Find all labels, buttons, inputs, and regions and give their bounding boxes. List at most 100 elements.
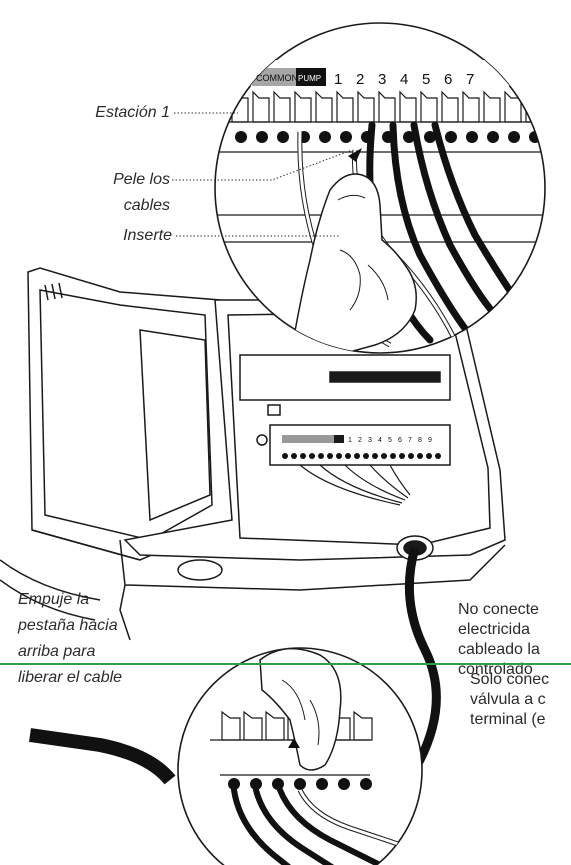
label-push-tab: Empuje la pestaña hacia arriba para libe… [18,587,122,691]
terminal-block [315,90,333,123]
label-push-line3: arriba para [18,643,96,660]
left-cable [29,728,176,785]
terminal-number: 7 [466,71,474,88]
terminal-block [547,92,563,122]
note-bottom-line3: terminal (e [470,711,546,728]
label-strip-wires-line1: Pele los [113,171,170,188]
terminal-block [399,90,417,123]
note-top-line4: controlado [458,661,533,678]
small-terminal-hole [318,453,324,459]
terminal-hole [272,778,284,790]
small-terminal-hole [417,453,423,459]
small-terminal-hole [372,453,378,459]
terminal-hole [360,778,372,790]
small-terminal-hole [435,453,441,459]
note-bottom-line1: Solo conec [470,671,550,688]
terminal-hole [228,778,240,790]
terminal-block [243,710,263,741]
small-terminal-number: 9 [428,437,432,444]
small-terminal-number: 1 [348,437,352,444]
terminal-block [265,710,285,741]
small-terminal-hole [426,453,432,459]
terminal-pump-label: PUMP [298,74,321,83]
terminal-number: 3 [378,71,386,88]
terminal-number: 5 [422,71,430,88]
small-terminal-hole [300,453,306,459]
small-terminal-number: 8 [418,437,422,444]
label-strip-wires: Pele los cables [60,167,170,219]
terminal-block [294,90,312,123]
terminal-number: 2 [356,71,364,88]
terminal-hole [316,778,328,790]
small-terminal-hole [336,453,342,459]
terminal-block [273,90,291,123]
terminal-block [462,90,480,123]
terminal-number: 4 [400,71,408,88]
pump-label-bg [296,68,326,86]
terminal-block [336,90,354,123]
terminal-hole [277,131,289,143]
label-insert: Inserte [123,227,172,244]
note-top-line2: electricida [458,621,531,638]
terminal-number: 1 [334,71,342,88]
small-terminal-number: 4 [378,437,382,444]
terminal-block [252,90,270,123]
label-strip-wires-line2: cables [123,197,170,214]
note-bottom-line2: válvula a c [470,691,546,708]
terminal-hole [294,778,306,790]
hand-top [289,173,417,353]
terminal-hole [445,131,457,143]
terminal-common-label: COMMON [256,73,298,83]
terminal-block [483,90,501,123]
terminal-hole [340,131,352,143]
terminal-block [504,90,522,123]
small-terminal-number: 5 [388,437,392,444]
hand-bottom [259,648,342,771]
terminal-number: 6 [444,71,452,88]
zoom-circle-bottom [177,647,423,865]
note-top: No conecte electricida cableado la contr… [458,600,571,680]
small-terminal-hole [381,453,387,459]
terminal-hole [424,131,436,143]
terminal-hole [487,131,499,143]
label-station-1: Estación 1 [95,104,170,121]
small-terminal-hole [399,453,405,459]
terminal-block [357,90,375,123]
common-label-bg [252,68,296,86]
small-terminal-number: 2 [358,437,362,444]
terminal-hole [466,131,478,143]
terminal-hole [550,131,562,143]
small-terminal-hole [354,453,360,459]
small-terminal-hole [363,453,369,459]
small-terminal-number: 7 [408,437,412,444]
terminal-block [441,90,459,123]
terminal-hole [338,778,350,790]
note-top-line1: No conecte [458,601,539,618]
terminal-hole [256,131,268,143]
small-terminal-hole [309,453,315,459]
terminal-hole [250,778,262,790]
small-terminal-hole [327,453,333,459]
zoom-circle-top [214,22,563,354]
small-terminal-hole [408,453,414,459]
divider-line [0,663,571,665]
terminal-block [353,710,373,741]
note-bottom: Solo conec válvula a c terminal (e [470,670,571,730]
small-terminal-hole [390,453,396,459]
terminal-hole [403,131,415,143]
terminal-block [221,710,241,741]
terminal-block [378,90,396,123]
terminal-hole [235,131,247,143]
small-terminal-number: 3 [368,437,372,444]
terminal-hole [319,131,331,143]
small-terminal-number: 6 [398,437,402,444]
label-push-line2: pestaña hacia [18,617,118,634]
small-terminal-hole [291,453,297,459]
label-push-line1: Empuje la [18,591,90,608]
wire-bundle [299,464,411,506]
note-top-line3: cableado la [458,641,540,658]
terminal-hole [529,131,541,143]
terminal-block [420,90,438,123]
label-push-line4: liberar el cable [18,669,123,686]
